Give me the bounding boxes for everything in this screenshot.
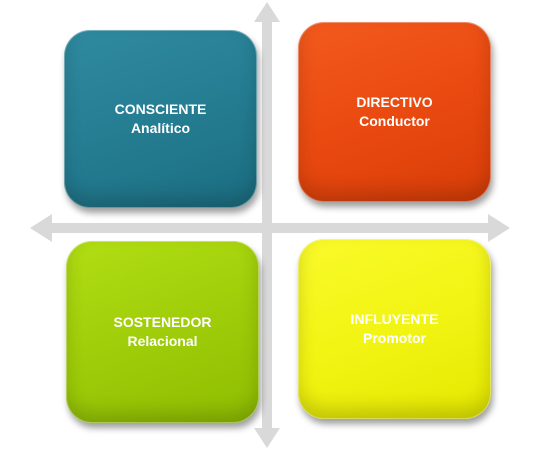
- horizontal-axis: [50, 223, 488, 233]
- quadrant-title: INFLUYENTE: [350, 311, 439, 327]
- quadrant-sostenedor: SOSTENEDOR Relacional: [66, 241, 259, 423]
- quadrant-subtitle: Relacional: [127, 333, 198, 349]
- arrow-left-icon: [30, 214, 52, 242]
- quadrant-consciente: CONSCIENTE Analítico: [64, 30, 257, 208]
- quadrant-subtitle: Conductor: [359, 113, 430, 129]
- quadrant-directivo: DIRECTIVO Conductor: [298, 22, 491, 202]
- quadrant-title: DIRECTIVO: [356, 94, 433, 110]
- quadrant-subtitle: Analítico: [130, 120, 191, 136]
- arrow-down-icon: [254, 428, 280, 448]
- quadrant-subtitle: Promotor: [363, 330, 426, 346]
- arrow-up-icon: [254, 2, 280, 22]
- quadrant-influyente: INFLUYENTE Promotor: [298, 239, 491, 419]
- quadrant-title: CONSCIENTE: [114, 101, 207, 117]
- quadrant-title: SOSTENEDOR: [113, 314, 212, 330]
- arrow-right-icon: [488, 214, 510, 242]
